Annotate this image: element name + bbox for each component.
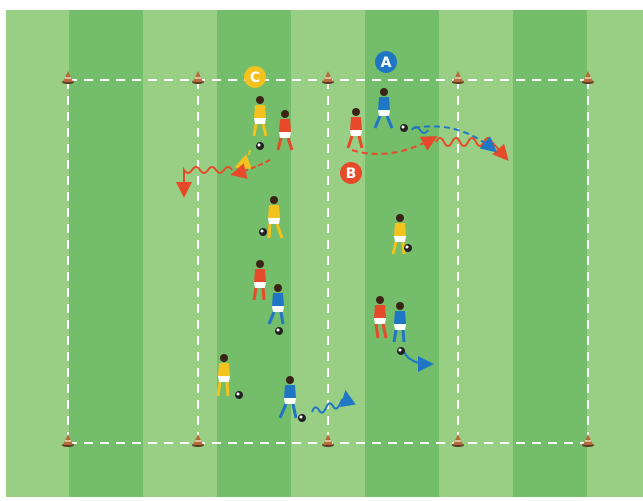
ball-icon xyxy=(235,391,243,399)
ball-icon xyxy=(298,414,306,422)
label-c-text: C xyxy=(250,70,260,86)
label-a: A xyxy=(375,51,397,73)
ball-icon xyxy=(404,244,412,252)
ball-icon xyxy=(397,347,405,355)
label-b: B xyxy=(340,162,362,184)
ball-icon xyxy=(275,327,283,335)
ball-icon xyxy=(400,124,408,132)
label-c: C xyxy=(244,66,266,88)
ball-icon xyxy=(256,142,264,150)
label-b-text: B xyxy=(346,166,357,182)
ball-icon xyxy=(259,228,267,236)
label-a-text: A xyxy=(381,55,392,71)
